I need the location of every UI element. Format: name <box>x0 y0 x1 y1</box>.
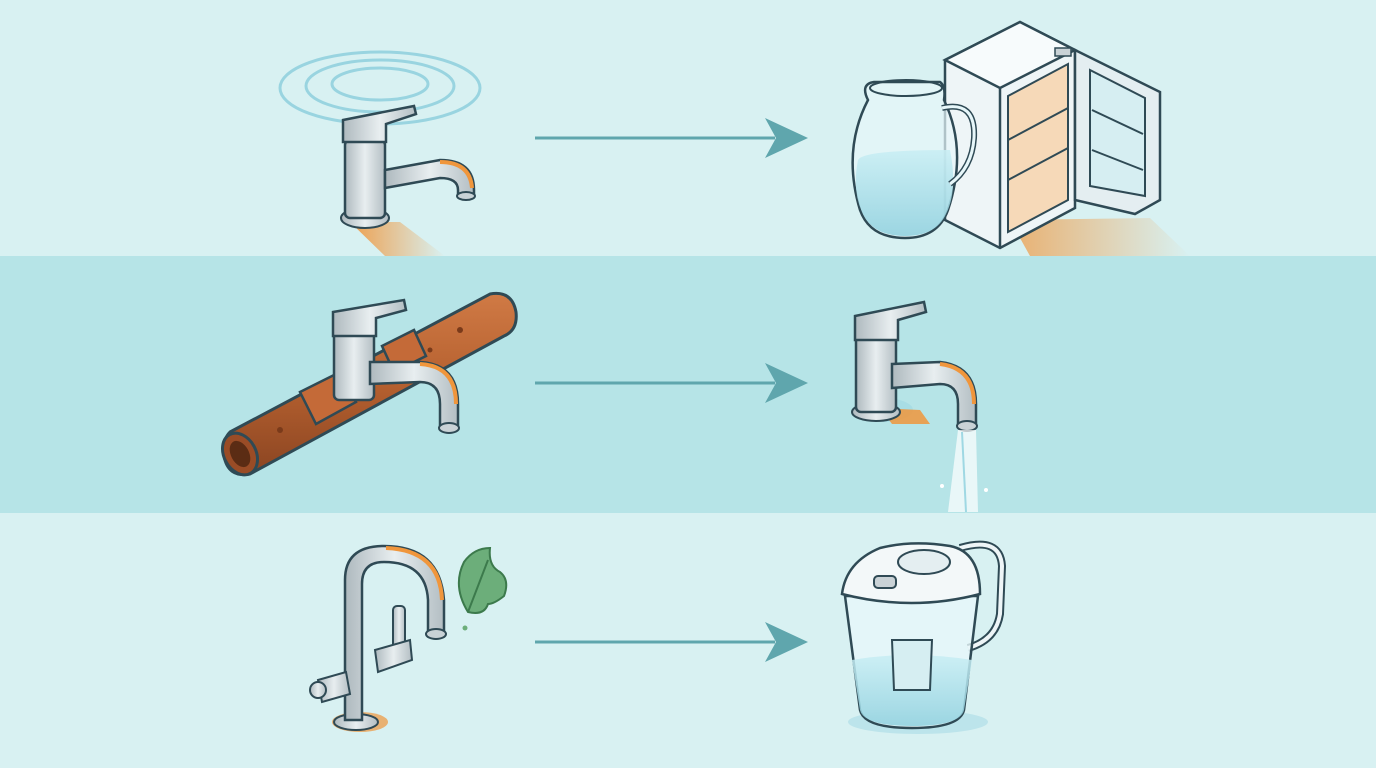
faucet-body-icon <box>854 334 898 414</box>
row-3-arrow <box>535 622 808 662</box>
faucet-lever-icon <box>331 298 408 338</box>
arrow-head-icon <box>765 363 808 403</box>
row-1-right-pitcher-fridge <box>851 20 1190 256</box>
row-1-arrow <box>535 118 808 158</box>
faucet-lever-icon <box>341 104 418 144</box>
leaf-icon <box>457 546 508 631</box>
refrigerator-icon <box>942 20 1162 250</box>
row-3-left-gooseneck-faucet <box>309 544 508 732</box>
gooseneck-spout-icon <box>343 544 446 722</box>
faucet-lever-icon <box>853 300 928 342</box>
row-2-left-faucet-copper-pipe <box>220 291 518 477</box>
faucet-body-icon <box>332 328 376 402</box>
faucet-body-icon <box>343 138 387 220</box>
orange-shadow-icon <box>350 222 445 256</box>
row-3-right-filter-pitcher <box>840 540 1007 734</box>
filter-cartridge-icon <box>890 639 934 691</box>
handle-knob-icon <box>309 681 327 699</box>
glass-pitcher-icon <box>851 79 978 240</box>
row-1-left-faucet-swirl <box>278 50 482 256</box>
arrow-head-icon <box>765 118 808 158</box>
arrow-head-icon <box>765 622 808 662</box>
row-2-arrow <box>535 363 808 403</box>
row-2-right-faucet-running <box>851 300 988 513</box>
